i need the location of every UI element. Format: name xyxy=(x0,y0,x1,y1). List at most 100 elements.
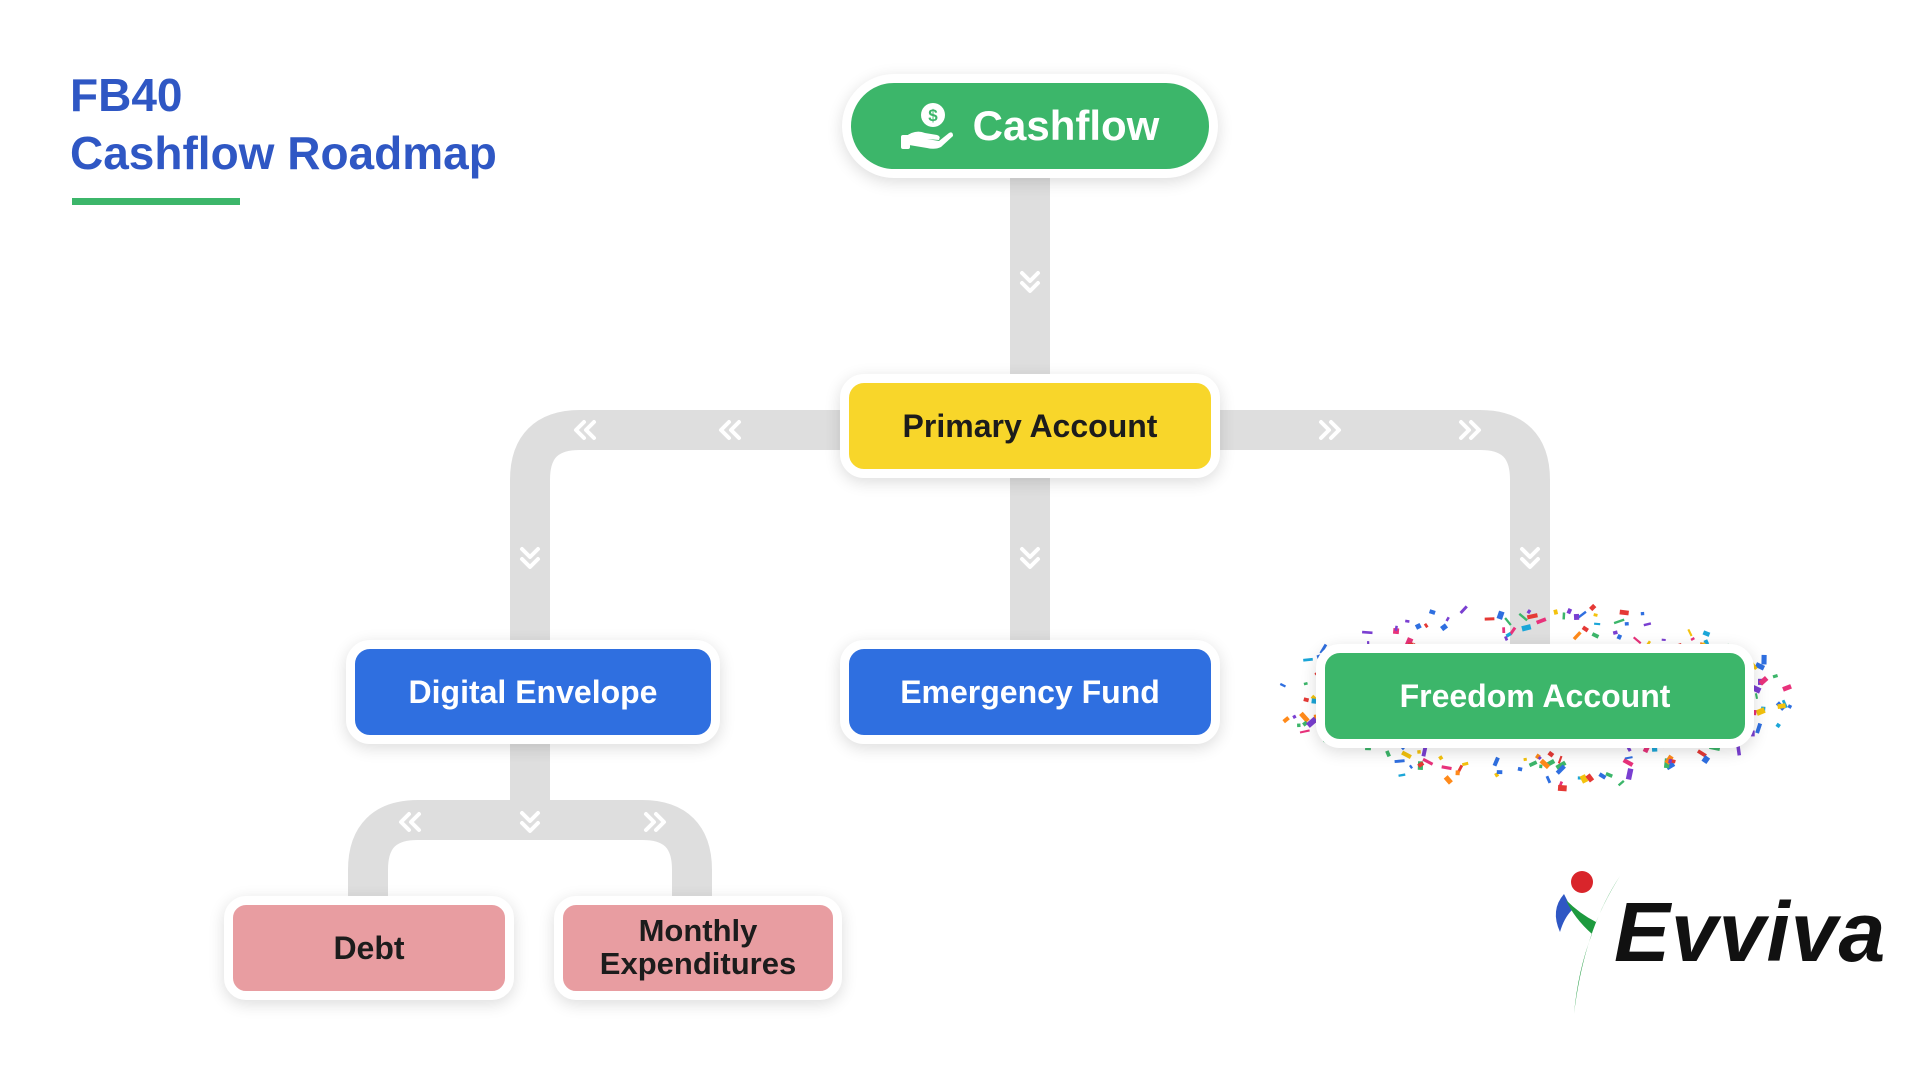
confetti-piece xyxy=(1576,610,1587,619)
page-title-line1: FB40 xyxy=(70,69,183,121)
confetti-piece xyxy=(1613,618,1625,625)
confetti-piece xyxy=(1385,750,1391,758)
confetti-piece xyxy=(1539,758,1551,770)
node-primary-account-label: Primary Account xyxy=(902,407,1158,444)
confetti-piece xyxy=(1496,610,1505,620)
page-title-line2: Cashflow Roadmap xyxy=(70,127,497,179)
confetti-piece xyxy=(1553,609,1559,615)
double-chevron-icon xyxy=(1469,420,1481,440)
confetti-piece xyxy=(1581,625,1589,633)
confetti-piece xyxy=(1282,716,1290,724)
evviva-logo-mark xyxy=(1555,871,1620,1014)
double-chevron-icon xyxy=(1020,547,1040,559)
node-emergency-fund: Emergency Fund xyxy=(840,640,1220,744)
confetti-piece xyxy=(1559,781,1564,786)
confetti-piece xyxy=(1687,628,1693,637)
double-chevron-icon xyxy=(1319,420,1331,440)
confetti-piece xyxy=(1392,627,1400,635)
confetti-piece xyxy=(1755,722,1763,734)
confetti-piece xyxy=(1528,760,1538,768)
connector-paths xyxy=(348,175,1550,900)
confetti-piece xyxy=(1702,630,1711,637)
confetti-piece xyxy=(1292,714,1297,720)
confetti-piece xyxy=(1365,747,1371,751)
double-chevron-icon xyxy=(1020,557,1040,569)
double-chevron-icon xyxy=(1329,420,1341,440)
confetti-piece xyxy=(1573,613,1580,621)
confetti-piece xyxy=(1626,746,1632,752)
confetti-piece xyxy=(1302,720,1309,727)
node-cashflow-label: Cashflow xyxy=(972,102,1160,149)
confetti-piece xyxy=(1526,609,1532,615)
confetti-piece xyxy=(1299,711,1310,723)
confetti-piece xyxy=(1625,768,1634,781)
double-chevron-icon xyxy=(584,420,596,440)
confetti-piece xyxy=(1616,633,1623,640)
connector-primary-to-digital xyxy=(510,410,845,650)
confetti-piece xyxy=(1305,716,1318,728)
double-chevron-icon xyxy=(409,812,421,832)
double-chevron-icon xyxy=(1020,281,1040,293)
confetti-piece xyxy=(1417,750,1421,754)
confetti-piece xyxy=(1509,626,1517,636)
chevron-arrows xyxy=(399,271,1540,833)
confetti-piece xyxy=(1555,764,1566,775)
confetti-piece xyxy=(1579,774,1589,784)
double-chevron-icon xyxy=(520,547,540,559)
confetti-piece xyxy=(1545,775,1552,784)
confetti-piece xyxy=(1761,654,1767,665)
double-chevron-icon xyxy=(1020,271,1040,283)
confetti-piece xyxy=(1505,631,1512,638)
evviva-logo-text: Evviva xyxy=(1614,885,1887,979)
confetti-piece xyxy=(1504,617,1512,626)
confetti-piece xyxy=(1539,764,1543,769)
double-chevron-icon xyxy=(399,812,411,832)
confetti-piece xyxy=(1593,613,1598,617)
confetti-piece xyxy=(1443,775,1453,785)
double-chevron-icon xyxy=(729,420,741,440)
confetti-piece xyxy=(1758,675,1769,686)
double-chevron-icon xyxy=(1459,420,1471,440)
double-chevron-icon xyxy=(644,812,656,832)
node-emergency-fund-label: Emergency Fund xyxy=(900,673,1160,710)
confetti-piece xyxy=(1518,612,1528,622)
double-chevron-icon xyxy=(520,811,540,823)
confetti-piece xyxy=(1440,623,1449,632)
confetti-piece xyxy=(1777,703,1786,710)
double-chevron-icon xyxy=(1520,547,1540,559)
confetti-piece xyxy=(1428,609,1436,615)
confetti-piece xyxy=(1459,605,1468,615)
confetti-piece xyxy=(1612,630,1618,635)
title-underline xyxy=(72,198,240,205)
confetti-piece xyxy=(1547,750,1555,758)
confetti-piece xyxy=(1736,745,1742,756)
confetti-piece xyxy=(1414,622,1422,630)
confetti-piece xyxy=(1421,746,1428,757)
confetti-piece xyxy=(1619,609,1629,616)
confetti-piece xyxy=(1632,636,1642,645)
node-monthly-expenditures-line2: Expenditures xyxy=(599,946,797,981)
node-monthly-expenditures-line1: Monthly xyxy=(638,913,758,949)
double-chevron-icon xyxy=(574,420,586,440)
confetti-piece xyxy=(1496,770,1503,775)
confetti-piece xyxy=(1517,766,1523,772)
confetti-piece xyxy=(1701,755,1711,765)
confetti-piece xyxy=(1297,723,1301,728)
confetti-piece xyxy=(1502,627,1506,634)
connector-primary-to-freedom xyxy=(1215,410,1550,650)
confetti-piece xyxy=(1782,684,1792,692)
confetti-piece xyxy=(1661,638,1666,642)
confetti-piece xyxy=(1504,635,1509,641)
confetti-piece xyxy=(1624,756,1633,760)
confetti-piece xyxy=(1572,631,1582,641)
node-debt: Debt xyxy=(224,896,514,1000)
confetti-piece xyxy=(1555,760,1567,770)
confetti-piece xyxy=(1422,757,1434,766)
node-debt-label: Debt xyxy=(333,929,405,966)
confetti-piece xyxy=(1594,622,1601,626)
confetti-piece xyxy=(1408,764,1414,769)
confetti-piece xyxy=(1299,729,1310,734)
node-monthly-expenditures-label: Monthly Expenditures xyxy=(600,915,796,980)
confetti-piece xyxy=(1303,657,1313,662)
confetti-piece xyxy=(1772,673,1779,679)
